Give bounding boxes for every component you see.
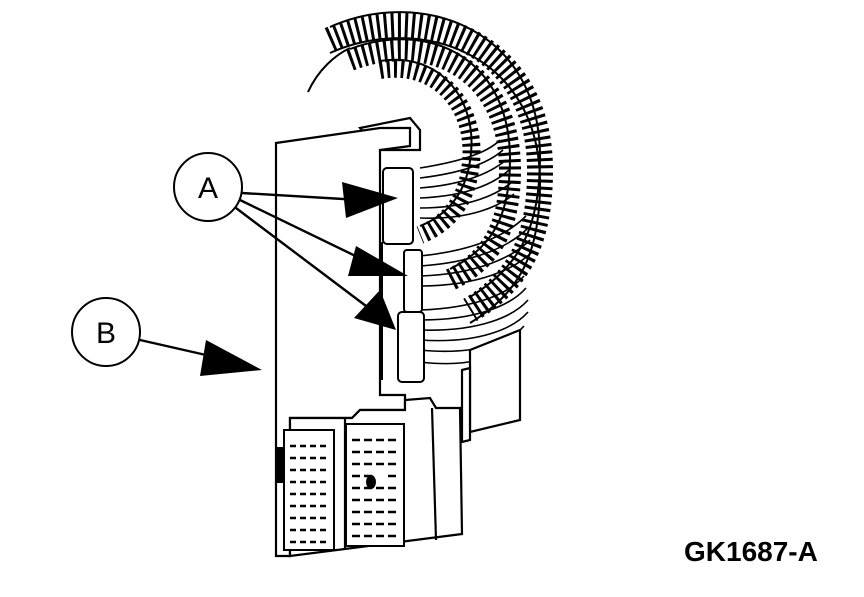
callout-b-label: B — [96, 317, 116, 350]
connector-bottom — [397, 311, 425, 383]
arrow-a-middle — [348, 246, 408, 276]
callout-a: A — [173, 152, 408, 330]
callout-a-circle — [173, 152, 243, 222]
pin-field-left — [275, 429, 335, 551]
arrow-a-top — [342, 182, 398, 218]
connector-middle — [403, 249, 423, 313]
connector-top — [382, 167, 414, 245]
figure-id: GK1687-A — [684, 536, 818, 567]
callout-a-label: A — [198, 172, 218, 205]
arrow-a-bottom — [354, 290, 396, 330]
callout-b-circle — [71, 297, 141, 367]
pin-field-right — [345, 423, 405, 547]
callout-b: B — [71, 297, 262, 376]
arrow-b — [200, 340, 262, 376]
